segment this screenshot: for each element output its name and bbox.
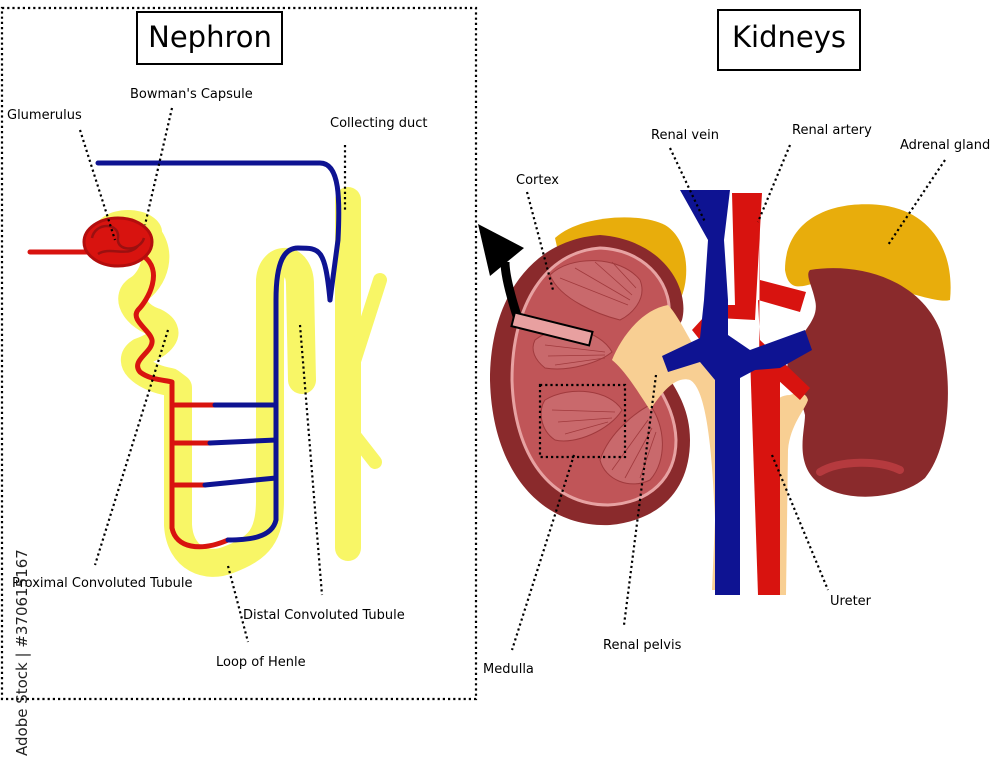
kidneys-title-box — [717, 9, 861, 71]
glomerulus-shape — [82, 216, 154, 268]
label-collecting-duct: Collecting duct — [330, 116, 427, 131]
label-proximal-tubule: Proximal Convoluted Tubule — [12, 576, 192, 591]
right-kidney — [787, 268, 948, 497]
leader-renal-vein — [669, 147, 706, 223]
leader-loop-of-henle — [226, 565, 250, 643]
zoom-arrow-head — [478, 224, 524, 276]
leader-adrenal-gland — [887, 159, 946, 246]
nephron-capillaries — [27, 160, 342, 550]
renal-artery-vessel — [692, 193, 810, 595]
right-kidney-highlight — [816, 458, 904, 476]
label-loop-of-henle: Loop of Henle — [216, 655, 306, 670]
nephron-title: Nephron — [148, 20, 272, 54]
label-medulla: Medulla — [483, 662, 534, 677]
label-bowmans-capsule: Bowman's Capsule — [130, 87, 253, 102]
leader-distal-tubule — [298, 324, 324, 596]
leader-renal-artery — [756, 144, 792, 223]
nephron-location-marker — [510, 311, 594, 347]
leader-ureter — [770, 454, 830, 591]
renal-vein-vessel — [662, 190, 812, 595]
label-glomerulus: Glumerulus — [7, 108, 82, 123]
label-distal-tubule: Distal Convoluted Tubule — [243, 608, 405, 623]
label-renal-vein: Renal vein — [651, 128, 719, 143]
leader-bowmans-capsule — [143, 107, 174, 226]
left-kidney-section — [490, 235, 740, 590]
watermark-text: Adobe Stock | #370615167 — [13, 549, 31, 756]
leader-glomerulus — [78, 129, 117, 241]
nephron-title-box — [136, 11, 283, 65]
kidneys-title: Kidneys — [732, 20, 846, 54]
medulla-highlight-box — [538, 383, 627, 459]
leader-renal-pelvis — [622, 374, 658, 626]
label-renal-pelvis: Renal pelvis — [603, 638, 682, 653]
label-cortex: Cortex — [516, 173, 559, 188]
label-adrenal-gland: Adrenal gland — [900, 138, 990, 153]
label-ureter: Ureter — [830, 594, 872, 609]
label-renal-artery: Renal artery — [792, 123, 872, 138]
leader-cortex — [525, 191, 555, 291]
